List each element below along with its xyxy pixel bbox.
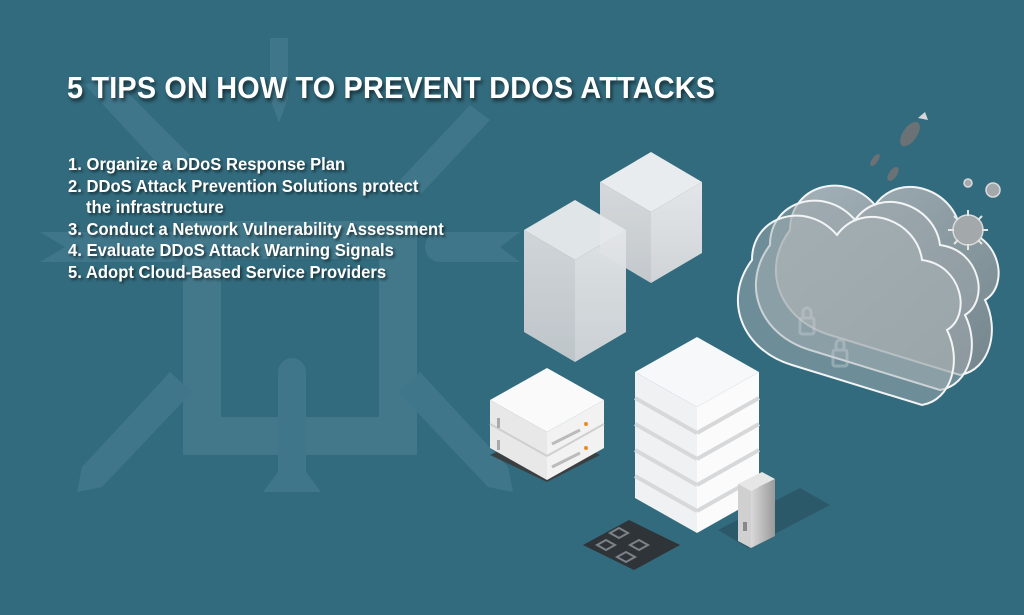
tips-list: 1. Organize a DDoS Response Plan 2. DDoS… [68, 154, 444, 283]
rack-server-icon [489, 368, 605, 482]
tip-item: 5. Adopt Cloud-Based Service Providers [68, 262, 444, 284]
tip-text: Evaluate DDoS Attack Warning Signals [86, 240, 394, 260]
tip-text: DDoS Attack Prevention Solutions protect [86, 175, 419, 196]
tip-text: Conduct a Network Vulnerability Assessme… [86, 218, 444, 239]
missile-icon [398, 372, 513, 492]
cloud-icon [736, 184, 1000, 407]
server-cabinet-icon [738, 472, 775, 548]
tip-number: 4. [68, 240, 82, 260]
virus-icon [948, 178, 1001, 250]
tip-item: 4. Evaluate DDoS Attack Warning Signals [68, 240, 444, 262]
tip-item: 2. DDoS Attack Prevention Solutions prot… [68, 176, 444, 219]
tip-number: 1. [68, 154, 82, 174]
tip-text: Adopt Cloud-Based Service Providers [85, 261, 387, 282]
tip-text: Organize a DDoS Response Plan [86, 154, 346, 174]
missile-icon [77, 372, 192, 492]
missile-icon [425, 232, 520, 262]
tip-number: 2. [68, 175, 82, 196]
missile-icon [40, 232, 185, 262]
lock-icon [798, 306, 849, 368]
missile-icon [263, 358, 321, 492]
tip-item: 3. Conduct a Network Vulnerability Asses… [68, 219, 444, 241]
tip-text-continuation: the infrastructure [86, 197, 224, 217]
server-tower-icon [524, 200, 626, 362]
tip-item: 1. Organize a DDoS Response Plan [68, 154, 444, 176]
missile-icon [270, 38, 288, 123]
missile-icon [400, 105, 490, 195]
bomb-icon [870, 112, 928, 181]
missile-icon [85, 75, 190, 175]
tip-number: 5. [68, 261, 82, 282]
chip-pad-icon [583, 520, 680, 570]
tip-number: 3. [68, 218, 82, 239]
page-title: 5 TIPS ON HOW TO PREVENT DDOS ATTACKS [67, 70, 716, 105]
